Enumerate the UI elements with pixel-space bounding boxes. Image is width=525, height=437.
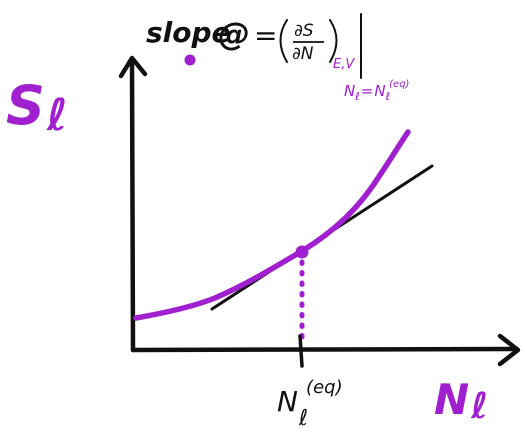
x-axis-line	[130, 346, 517, 353]
x-axis-label: Nℓ	[434, 375, 488, 427]
tick-label-sup: (eq)	[306, 377, 343, 398]
held-constant-subscript: E,V	[333, 57, 355, 72]
tangent-point	[295, 245, 309, 259]
at-symbol: @	[218, 15, 250, 53]
x-axis-tick	[298, 334, 304, 368]
x-axis-label-base: N	[434, 375, 469, 424]
slope-dot	[184, 54, 196, 66]
x-axis-label-sub: ℓ	[470, 386, 488, 427]
axes	[118, 55, 521, 367]
tick-label: Nℓ (eq)	[277, 377, 343, 431]
tick-label-base: N	[277, 385, 298, 418]
left-paren	[279, 19, 288, 63]
y-axis-line	[129, 59, 136, 353]
evaluation-condition: Nℓ=Nℓ(eq)	[344, 79, 409, 103]
right-paren	[329, 19, 338, 63]
slope-word: slope	[146, 16, 231, 49]
x-axis-arrowhead	[497, 333, 521, 367]
slope-annotation: slope @ = ∂S ∂N E,V Nℓ=Nℓ(eq)	[146, 13, 409, 103]
condition-value-sub: ℓ	[385, 90, 391, 103]
y-axis-label-sub: ℓ	[46, 90, 68, 141]
y-axis-label: Sℓ	[6, 74, 68, 141]
fraction-denominator: ∂N	[292, 44, 314, 64]
tick-label-sub: ℓ	[298, 406, 308, 431]
condition-eq: =	[361, 82, 374, 100]
y-axis-label-base: S	[6, 74, 45, 137]
condition-value-sup: (eq)	[389, 79, 409, 90]
fraction-numerator: ∂S	[294, 21, 314, 41]
condition-var: N	[344, 82, 355, 100]
y-axis-arrowhead	[118, 55, 148, 79]
entropy-curve	[133, 129, 411, 321]
condition-var-sub: ℓ	[354, 90, 360, 103]
condition-value: N	[374, 82, 385, 100]
equals-sign: =	[254, 19, 277, 52]
